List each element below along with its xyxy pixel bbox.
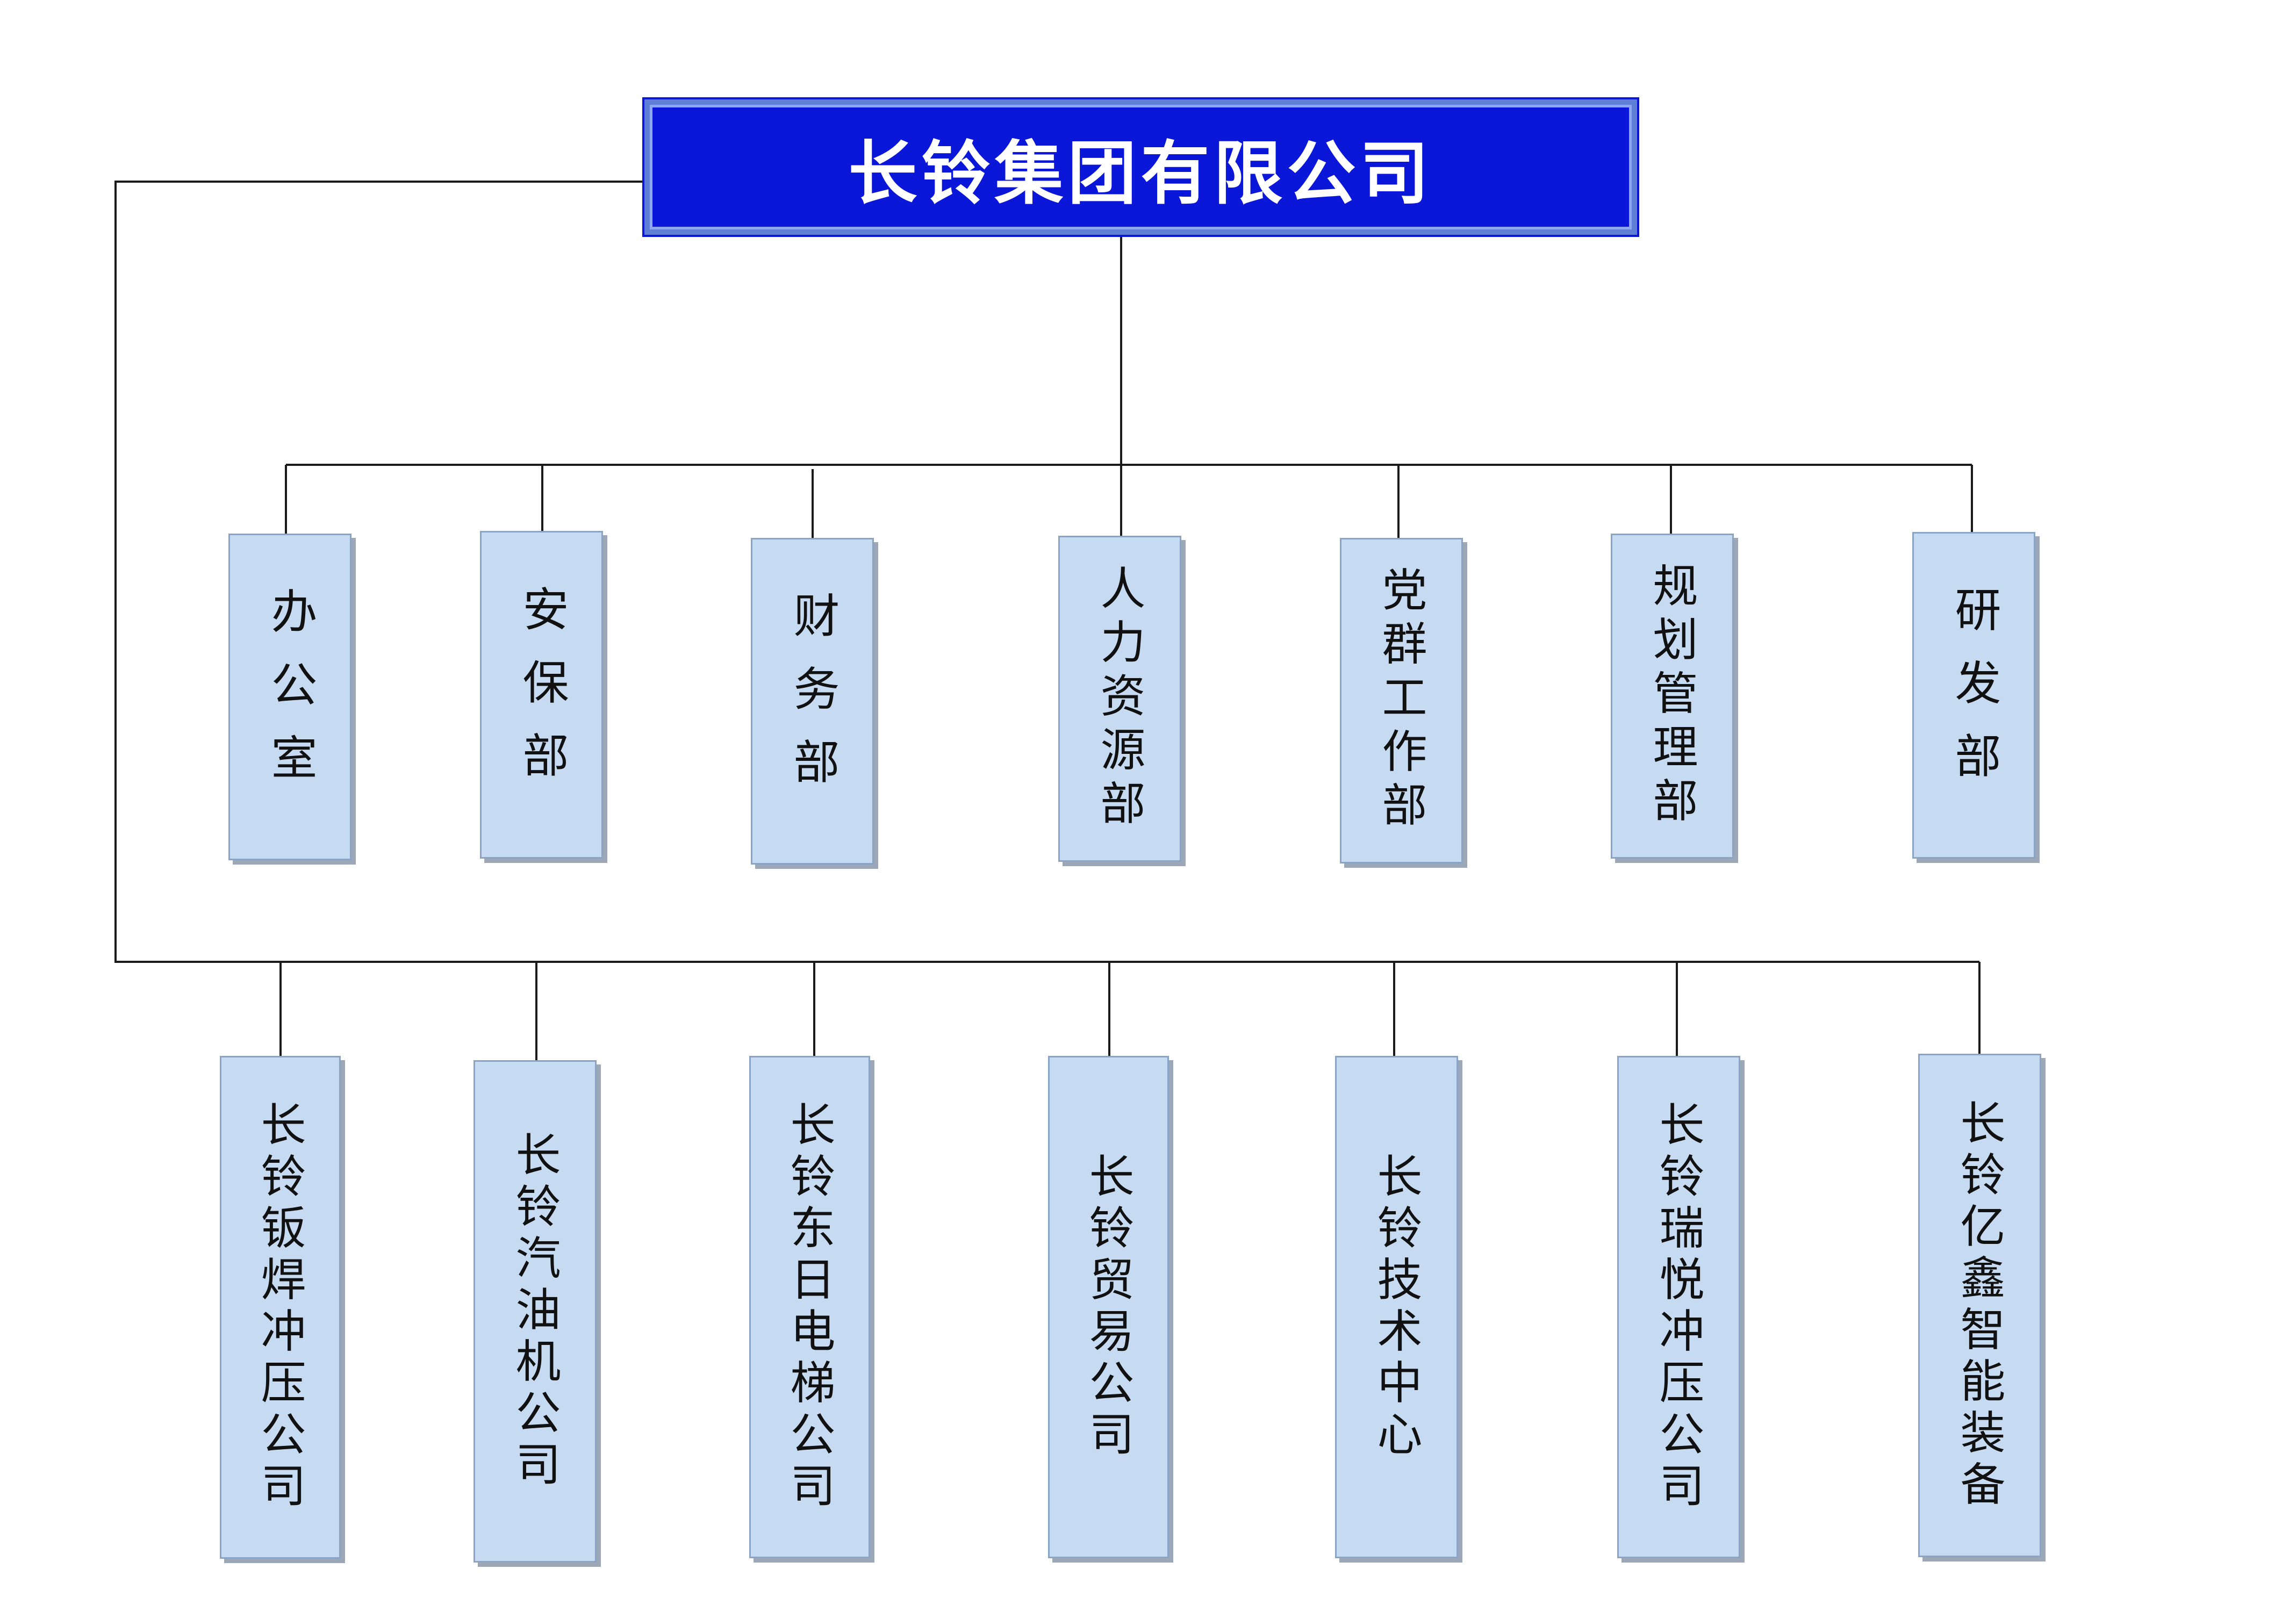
dept-label: 党群工作部 — [1375, 566, 1427, 835]
sub-node-trade: 长铃贸易公司 — [1048, 1056, 1169, 1558]
sub-label: 长铃汽油机公司 — [508, 1131, 561, 1492]
dept-node-party: 党群工作部 — [1340, 538, 1463, 863]
sub-label: 长铃技术中心 — [1370, 1152, 1423, 1462]
sub-label: 长铃钣焊冲压公司 — [254, 1101, 306, 1514]
dept-label: 财务部 — [785, 592, 839, 811]
sub-label: 长铃东日电梯公司 — [783, 1100, 836, 1514]
dept-node-security: 安保部 — [480, 531, 603, 859]
dept-node-planning: 规划管理部 — [1611, 534, 1734, 859]
sub-label: 长铃亿鑫智能装备 — [1953, 1099, 2006, 1512]
sub-node-engine: 长铃汽油机公司 — [473, 1060, 597, 1563]
root-node: 长铃集团有限公司 — [642, 97, 1639, 237]
dept-label: 安保部 — [514, 585, 568, 804]
root-to-subsidiaries-line — [114, 181, 1979, 963]
sub-node-ruiyue: 长铃瑞悦冲压公司 — [1617, 1056, 1740, 1558]
sub-node-yixin: 长铃亿鑫智能装备 — [1918, 1054, 2041, 1557]
sub-label: 长铃贸易公司 — [1082, 1152, 1135, 1462]
dept-node-finance: 财务部 — [751, 538, 874, 865]
dept-node-hr: 人力资源部 — [1058, 536, 1181, 862]
dept-label: 研发部 — [1947, 586, 2000, 805]
dept-label: 规划管理部 — [1646, 562, 1698, 831]
sub-node-stamping: 长铃钣焊冲压公司 — [220, 1056, 341, 1559]
dept-label: 办公室 — [263, 587, 317, 807]
sub-node-tech: 长铃技术中心 — [1335, 1056, 1458, 1558]
dept-label: 人力资源部 — [1093, 564, 1146, 833]
sub-node-elevator: 长铃东日电梯公司 — [749, 1056, 870, 1558]
dept-node-rnd: 研发部 — [1912, 532, 2035, 859]
root-title: 长铃集团有限公司 — [848, 133, 1433, 214]
dept-node-office: 办公室 — [228, 534, 351, 860]
sub-label: 长铃瑞悦冲压公司 — [1652, 1100, 1705, 1514]
